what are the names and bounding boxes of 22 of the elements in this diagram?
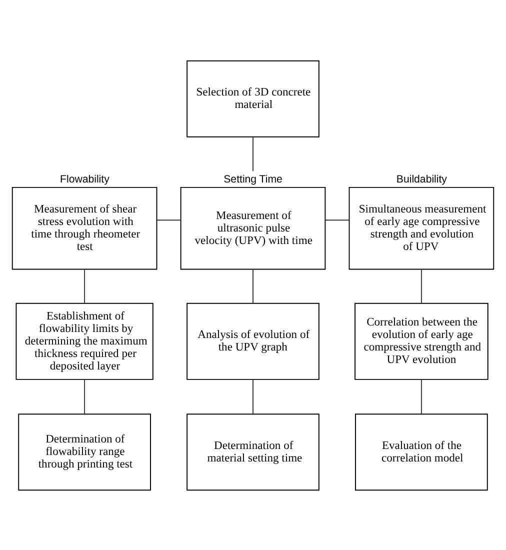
- node-label: Buildability: [396, 172, 447, 185]
- node-box: Analysis of evolution of the UPV graph: [186, 302, 320, 380]
- connector: [84, 378, 86, 414]
- node-box: Measurement of ultrasonic pulse velocity (UPV) with time: [180, 186, 326, 270]
- connector: [252, 136, 254, 172]
- connector: [156, 219, 182, 220]
- node-label: Flowability: [60, 172, 110, 185]
- node-box: Simultaneous measurement of early age compressive strength and evolution of UPV: [348, 186, 494, 270]
- connector: [324, 219, 350, 220]
- node-box: Evaluation of the correlation model: [355, 413, 488, 490]
- connector: [84, 268, 86, 304]
- connector: [252, 268, 254, 304]
- node-box: Measurement of shear stress evolution with time through rheometer test: [12, 186, 158, 270]
- connector: [252, 378, 254, 414]
- connector: [420, 268, 422, 304]
- connector: [420, 378, 422, 414]
- node-box: Correlation between the evolution of early age compressive strength and UPV evolution: [354, 302, 488, 380]
- node-box: Determination of flowability range through printing test: [18, 413, 151, 490]
- node-box: Establishment of flowability limits by determining the maximum thickness required per deposited layer: [16, 302, 154, 380]
- node-label: Setting Time: [224, 172, 282, 185]
- node-box: Determination of material setting time: [186, 413, 320, 490]
- node-box: Selection of 3D concrete material: [186, 60, 320, 137]
